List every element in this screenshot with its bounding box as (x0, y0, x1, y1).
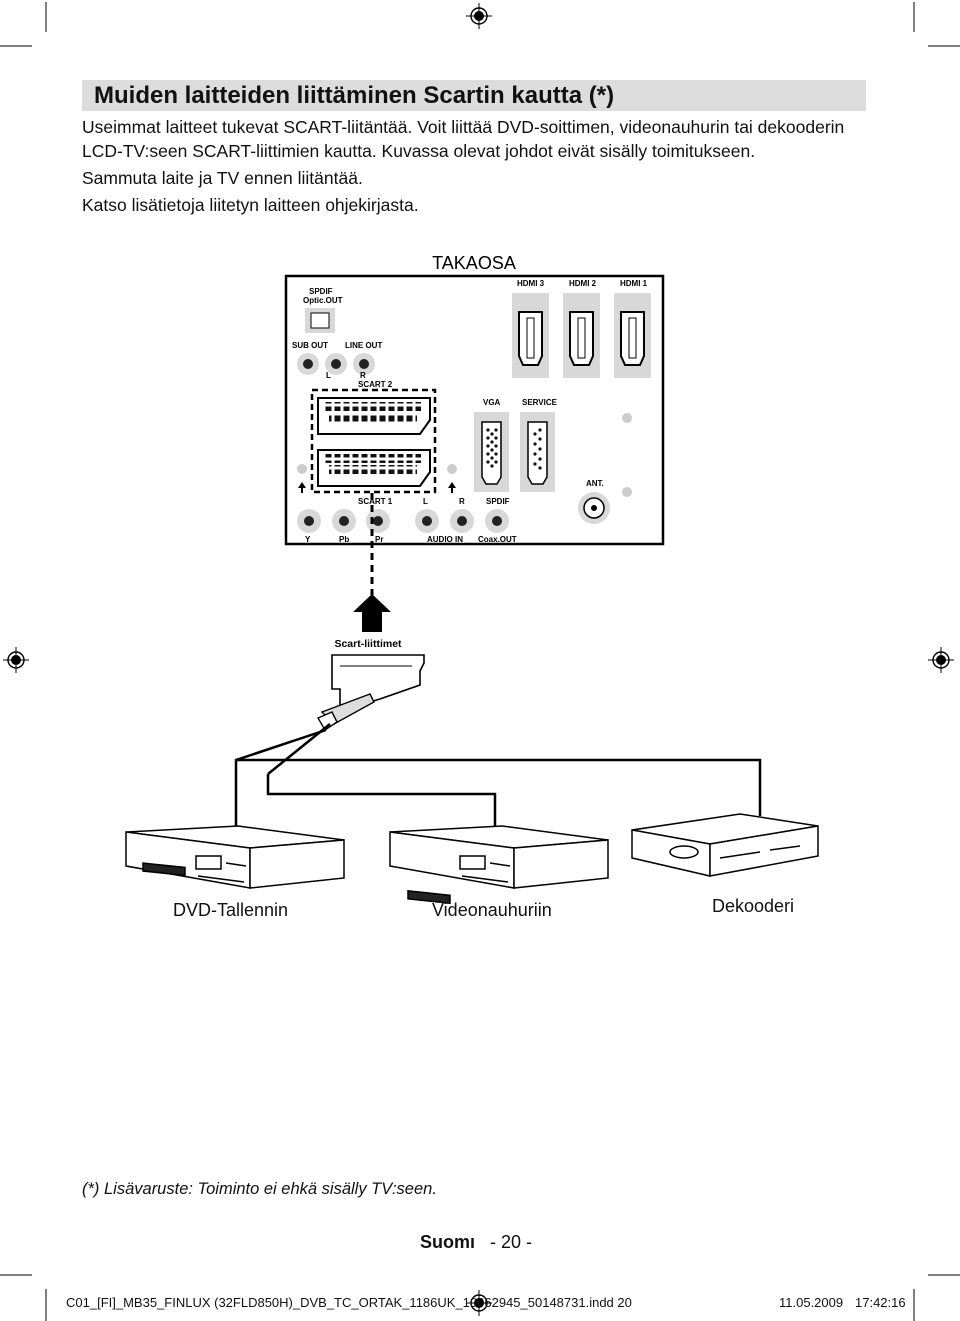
ant-label: ANT. (586, 479, 604, 488)
service-label: SERVICE (522, 398, 558, 407)
audio-in-r-label: R (459, 497, 465, 506)
paragraph-line-1: Useimmat laitteet tukevat SCART-liitäntä… (82, 117, 845, 137)
audio-in-l-label: L (423, 497, 428, 506)
video-recorder-device (389, 825, 609, 905)
coax-out-label: Coax.OUT (478, 535, 517, 544)
line-out-r-label: R (360, 371, 366, 380)
footer-page-number: - 20 - (490, 1232, 533, 1252)
hdmi3-label: HDMI 3 (517, 279, 545, 288)
heading-band (82, 80, 866, 111)
scart-cables (234, 723, 762, 838)
line-out-label: LINE OUT (345, 341, 382, 350)
hdmi1-port (614, 293, 651, 378)
vga-label: VGA (483, 398, 501, 407)
paragraph-line-2: LCD-TV:seen SCART-liittimien kautta. Kuv… (82, 141, 756, 161)
device-label-vcr: Videonauhuriin (432, 900, 552, 920)
scart2-label: SCART 2 (358, 380, 393, 389)
scart-plug (316, 654, 425, 731)
panel-title: TAKAOSA (432, 253, 516, 273)
scart2-port (317, 397, 431, 435)
scart1-label: SCART 1 (358, 497, 393, 506)
spdif-coax-label: SPDIF (486, 497, 510, 506)
registration-mark-right (928, 647, 954, 673)
footnote: (*) Lisävaruste: Toiminto ei ehkä sisäll… (82, 1180, 437, 1198)
antenna-port (578, 492, 610, 524)
dvd-recorder-device (125, 825, 345, 889)
decoder-device (631, 813, 819, 877)
pb-label: Pb (339, 535, 349, 544)
connection-arrow (353, 594, 391, 632)
pr-label: Pr (375, 535, 383, 544)
paragraph-line-3: Sammuta laite ja TV ennen liitäntää. (82, 168, 363, 188)
imprint-time: 17:42:16 (855, 1295, 906, 1310)
line-out-l-label: L (326, 371, 331, 380)
scart-highlight-box (310, 388, 437, 494)
hdmi2-port (563, 293, 600, 378)
footer-language: Suomı (420, 1232, 476, 1252)
hdmi2-label: HDMI 2 (569, 279, 597, 288)
device-label-decoder: Dekooderi (712, 896, 795, 916)
registration-mark-top (466, 3, 492, 29)
device-label-dvd: DVD-Tallennin (173, 900, 289, 920)
sub-out-label: SUB OUT (292, 341, 328, 350)
hdmi3-port (512, 293, 549, 378)
spdif-optic-label-1: SPDIF (309, 287, 333, 296)
audio-in-label: AUDIO IN (427, 535, 463, 544)
cable-label: Scart-liittimet (334, 638, 402, 650)
paragraph-line-4: Katso lisätietoja liitetyn laitteen ohje… (82, 195, 419, 215)
component-and-audio-jacks (297, 509, 509, 533)
hdmi1-label: HDMI 1 (620, 279, 648, 288)
vga-port (474, 412, 509, 492)
registration-mark-bottom (466, 1290, 492, 1316)
spdif-optic-label-2: Optic.OUT (303, 296, 343, 305)
scart1-port (317, 449, 431, 487)
imprint-filename: C01_[FI]_MB35_FINLUX (32FLD850H)_DVB_TC_… (66, 1295, 632, 1310)
registration-mark-left (3, 647, 29, 673)
page-heading: Muiden laitteiden liittäminen Scartin ka… (94, 82, 615, 109)
y-label: Y (305, 535, 311, 544)
service-port (520, 412, 555, 492)
back-panel (284, 274, 665, 546)
imprint-date: 11.05.2009 (779, 1295, 844, 1310)
